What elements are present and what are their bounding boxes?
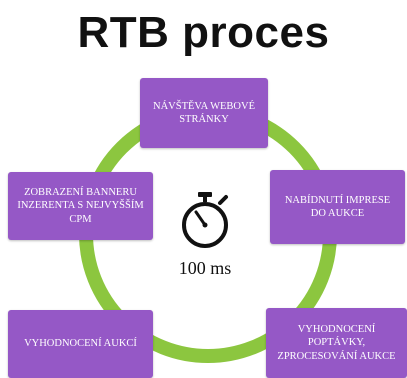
step-evaluate-auctions: VYHODNOCENÍ AUKCÍ <box>8 310 153 378</box>
step-evaluate-demand: VYHODNOCENÍ POPTÁVKY, ZPROCESOVÁNÍ AUKCE <box>266 308 407 378</box>
stopwatch-icon <box>182 192 228 248</box>
step-label: NABÍDNUTÍ IMPRESE DO AUKCE <box>284 194 391 219</box>
duration-label: 100 ms <box>178 258 232 278</box>
page-title: RTB proces <box>77 8 330 57</box>
step-label: NÁVŠTĚVA WEBOVÉ STRÁNKY <box>153 100 255 125</box>
step-display-banner: ZOBRAZENÍ BANNERU INZERENTA S NEJVYŠŠÍM … <box>8 172 153 240</box>
step-label: VYHODNOCENÍ POPTÁVKY, ZPROCESOVÁNÍ AUKCE <box>277 324 396 362</box>
step-offer-impression: NABÍDNUTÍ IMPRESE DO AUKCE <box>270 170 405 244</box>
step-label: VYHODNOCENÍ AUKCÍ <box>24 338 137 350</box>
step-website-visit: NÁVŠTĚVA WEBOVÉ STRÁNKY <box>140 78 268 148</box>
step-label: ZOBRAZENÍ BANNERU INZERENTA S NEJVYŠŠÍM … <box>17 187 144 225</box>
